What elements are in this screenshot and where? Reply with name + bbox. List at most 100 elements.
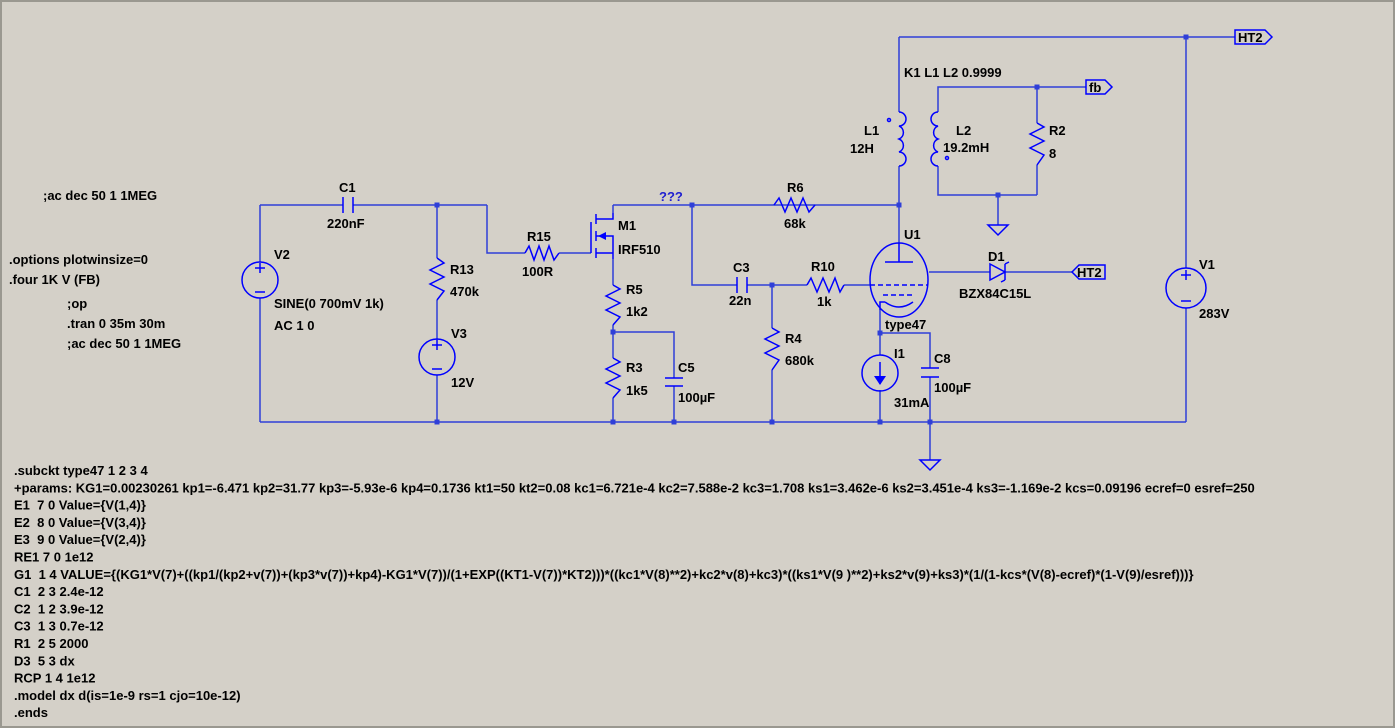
junction-dots [434, 34, 1189, 425]
label-l2-ref: L2 [956, 123, 971, 138]
directive-ac-bottom: ;ac dec 50 1 1MEG [67, 336, 181, 351]
subckt-line: C2 1 2 3.9e-12 [14, 601, 104, 616]
spice-directives[interactable]: ;ac dec 50 1 1MEG .options plotwinsize=0… [9, 65, 1002, 351]
label-r6-value: 68k [784, 216, 806, 231]
subckt-line: .subckt type47 1 2 3 4 [14, 463, 148, 478]
label-c8-value: 100µF [934, 380, 971, 395]
subckt-line: C1 2 3 2.4e-12 [14, 584, 104, 599]
r15-resistor[interactable] [524, 243, 560, 263]
label-v2-ref: V2 [274, 247, 290, 262]
l2-inductor[interactable] [930, 111, 950, 167]
label-c1-ref: C1 [339, 180, 356, 195]
label-r3-value: 1k5 [626, 383, 648, 398]
label-r3-ref: R3 [626, 360, 643, 375]
v1-source[interactable] [1165, 267, 1207, 309]
subckt-line: .ends [14, 705, 48, 720]
ground-symbol-main [918, 459, 942, 472]
r3-resistor[interactable] [604, 357, 622, 399]
c3-capacitor[interactable] [736, 277, 748, 293]
r4-resistor[interactable] [763, 327, 781, 371]
directive-coupling: K1 L1 L2 0.9999 [904, 65, 1002, 80]
label-v1-ref: V1 [1199, 257, 1215, 272]
label-r4-value: 680k [785, 353, 815, 368]
label-r2-ref: R2 [1049, 123, 1066, 138]
u1-tube[interactable] [869, 242, 929, 318]
subckt-line: D3 5 3 dx [14, 653, 75, 668]
label-u1-value: type47 [885, 317, 926, 332]
net-flag-ht2-top[interactable]: HT2 [1234, 29, 1274, 45]
d1-zener-diode[interactable] [989, 261, 1010, 283]
svg-text:HT2: HT2 [1238, 30, 1263, 45]
label-l1-value: 12H [850, 141, 874, 156]
subckt-line: RE1 7 0 1e12 [14, 550, 94, 565]
svg-text:HT2: HT2 [1077, 265, 1102, 280]
r6-resistor[interactable] [773, 196, 816, 214]
v2-source[interactable] [241, 261, 279, 299]
label-c5-value: 100µF [678, 390, 715, 405]
subckt-line: .model dx d(is=1e-9 rs=1 cjo=10e-12) [14, 688, 241, 703]
label-l1-ref: L1 [864, 123, 879, 138]
label-c5-ref: C5 [678, 360, 695, 375]
c5-capacitor[interactable] [665, 377, 683, 387]
directive-tran: .tran 0 35m 30m [67, 316, 165, 331]
label-r10-value: 1k [817, 294, 832, 309]
label-r13-value: 470k [450, 284, 480, 299]
svg-text:fb: fb [1089, 80, 1101, 95]
label-r15-ref: R15 [527, 229, 551, 244]
subckt-line: C3 1 3 0.7e-12 [14, 619, 104, 634]
subckt-line: RCP 1 4 1e12 [14, 671, 95, 686]
label-r10-ref: R10 [811, 259, 835, 274]
label-m1-ref: M1 [618, 218, 636, 233]
label-v1-value: 283V [1199, 306, 1230, 321]
directive-ac-top: ;ac dec 50 1 1MEG [43, 188, 157, 203]
label-c3-value: 22n [729, 293, 751, 308]
directive-four: .four 1K V (FB) [9, 272, 100, 287]
label-d1-ref: D1 [988, 249, 1005, 264]
subckt-line: R1 2 5 2000 [14, 636, 88, 651]
label-r5-ref: R5 [626, 282, 643, 297]
component-labels: C1 220nF V2 SINE(0 700mV 1k) AC 1 0 R13 … [274, 123, 1230, 410]
m1-mosfet[interactable] [590, 213, 614, 259]
r2-resistor[interactable] [1028, 122, 1046, 166]
label-c3-ref: C3 [733, 260, 750, 275]
label-v3-ref: V3 [451, 326, 467, 341]
r10-resistor[interactable] [806, 275, 845, 294]
label-v3-value: 12V [451, 375, 474, 390]
directive-options: .options plotwinsize=0 [9, 252, 148, 267]
label-r4-ref: R4 [785, 331, 802, 346]
r13-resistor[interactable] [428, 257, 446, 301]
label-r5-value: 1k2 [626, 304, 648, 319]
net-flag-fb[interactable]: fb [1085, 79, 1114, 95]
i1-current-source[interactable] [861, 354, 899, 392]
label-v2-value: SINE(0 700mV 1k) [274, 296, 384, 311]
c1-capacitor[interactable] [342, 197, 354, 213]
l1-inductor[interactable] [886, 111, 907, 167]
v3-source[interactable] [418, 338, 456, 376]
label-c1-value: 220nF [327, 216, 365, 231]
label-i1-value: 31mA [894, 395, 930, 410]
label-r2-value: 8 [1049, 146, 1056, 161]
net-label-unnamed[interactable]: ??? [659, 189, 683, 204]
label-i1-ref: I1 [894, 346, 905, 361]
label-c8-ref: C8 [934, 351, 951, 366]
label-r6-ref: R6 [787, 180, 804, 195]
label-u1-ref: U1 [904, 227, 921, 242]
subckt-line: +params: KG1=0.00230261 kp1=-6.471 kp2=3… [14, 480, 1255, 495]
subckt-line: G1 1 4 VALUE={(KG1*V(7)+((kp1/(kp2+v(7))… [14, 567, 1194, 582]
label-m1-value: IRF510 [618, 242, 661, 257]
subckt-line: E1 7 0 Value={V(1,4)} [14, 498, 146, 513]
subckt-line: E3 9 0 Value={V(2,4)} [14, 532, 146, 547]
label-l2-value: 19.2mH [943, 140, 989, 155]
label-v2-ac: AC 1 0 [274, 318, 314, 333]
directive-op: ;op [67, 296, 87, 311]
wires [259, 36, 1235, 460]
subckt-line: E2 8 0 Value={V(3,4)} [14, 515, 146, 530]
subckt-directive-block[interactable]: .subckt type47 1 2 3 4 +params: KG1=0.002… [14, 463, 1255, 720]
label-d1-value: BZX84C15L [959, 286, 1031, 301]
c8-capacitor[interactable] [921, 367, 939, 378]
net-flag-ht2-right[interactable]: HT2 [1070, 264, 1106, 280]
label-r15-value: 100R [522, 264, 554, 279]
r5-resistor[interactable] [604, 284, 622, 326]
